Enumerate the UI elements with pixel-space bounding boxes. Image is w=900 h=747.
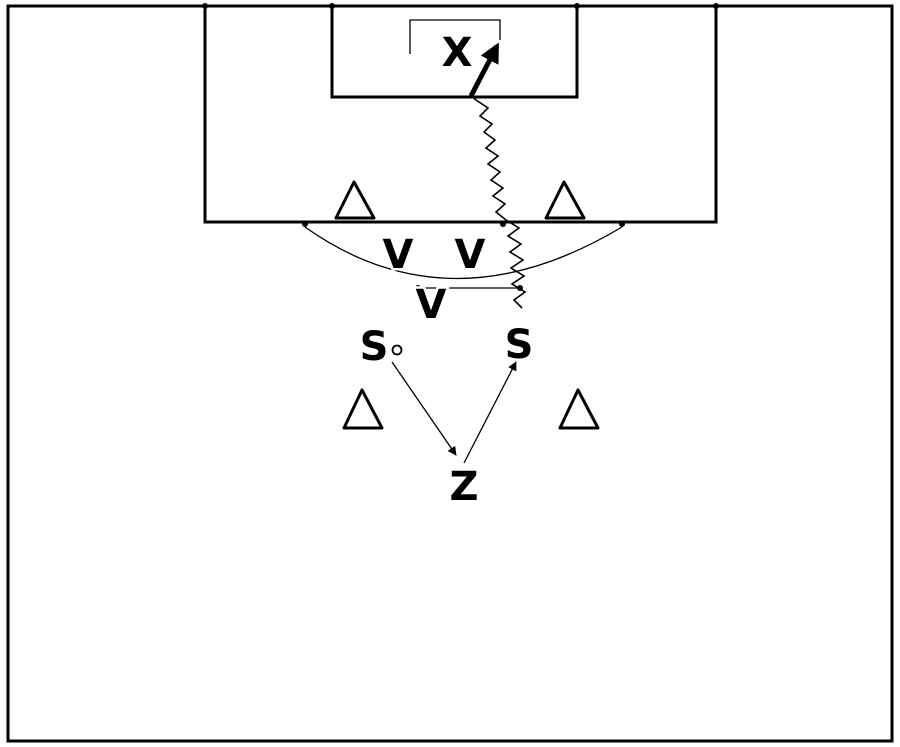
penalty-area: [203, 6, 718, 224]
penalty-arc: [304, 226, 623, 280]
field-boundary: [6, 4, 894, 743]
player-label-z: Z: [449, 464, 478, 510]
cone-bottom-left: [342, 388, 384, 430]
ball-icon: [391, 344, 403, 356]
goalkeeper-label: X: [442, 30, 473, 76]
dribble-path: [470, 95, 527, 309]
cone-top-left: [334, 180, 376, 220]
defender-label-right: V: [455, 232, 486, 278]
attacker-label-left: S: [360, 324, 389, 370]
goal-marking: [409, 19, 501, 54]
pass-arrow-s-to-z: [391, 361, 457, 456]
line-markers: [202, 3, 719, 291]
defender-label-left: V: [383, 232, 414, 278]
defender-label-center: V: [416, 282, 447, 328]
attacker-label-right: S: [505, 322, 534, 368]
cone-top-right: [544, 180, 586, 220]
pass-arrow-z-to-s: [463, 361, 517, 464]
cone-bottom-right: [558, 388, 600, 430]
shot-arrow: [468, 42, 500, 98]
goal-area: [330, 6, 579, 99]
